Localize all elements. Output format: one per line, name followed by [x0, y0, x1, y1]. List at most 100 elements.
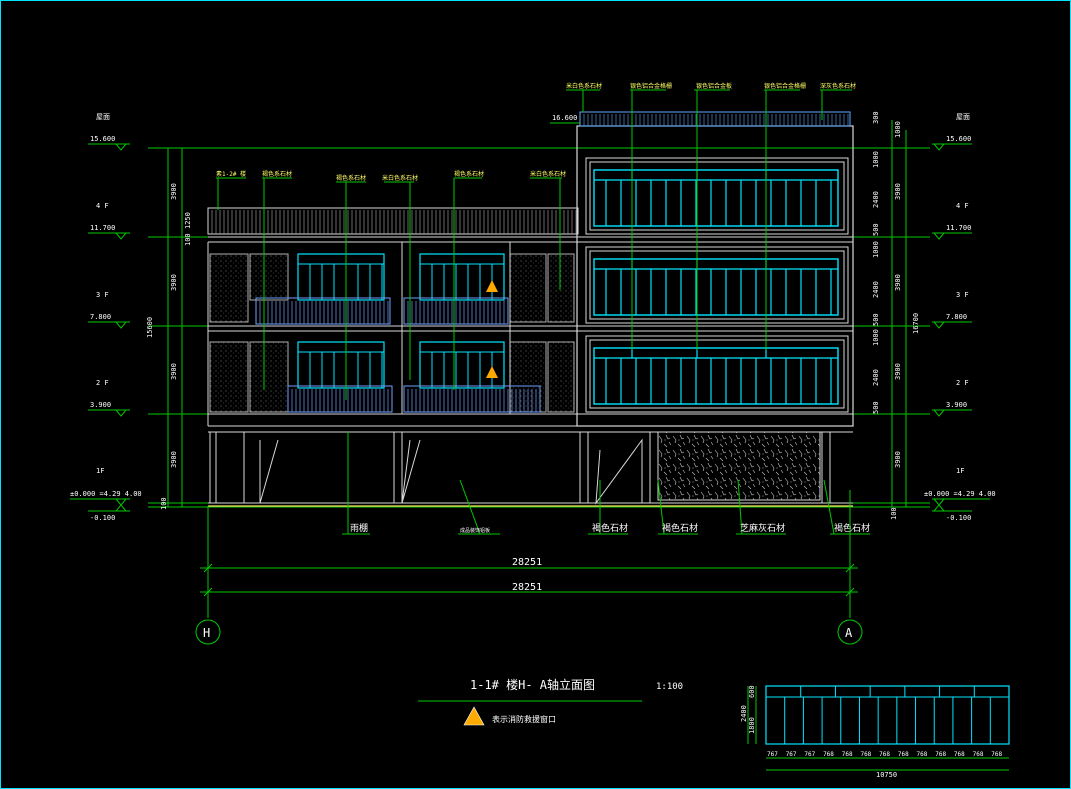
left-level-markers: 屋面 15.600 4 F 11.700 3 F 7.800 2 F 3.900… — [70, 113, 142, 522]
right-sub-10: 300 — [872, 111, 880, 124]
callout-bottom-4: 褐色石材 — [662, 522, 698, 534]
right-3f-elev: 7.800 — [946, 313, 967, 321]
axis-a-label: A — [845, 626, 853, 640]
right-sub-9: 500 — [872, 401, 880, 414]
right-dim-4: 3900 — [894, 363, 902, 380]
right-sub-5: 2400 — [872, 281, 880, 298]
callout-mid-2: 褐色系石材 — [262, 170, 292, 178]
left-dim-4: 3900 — [170, 274, 178, 291]
right-sub-8: 2400 — [872, 369, 880, 386]
right-window-band-3f — [585, 246, 849, 324]
left-dim-5: 3900 — [170, 363, 178, 380]
right-dim-6: 100 — [890, 507, 898, 520]
left-dim-7: 100 — [160, 497, 168, 510]
right-1f-name: 1F — [956, 467, 964, 475]
detail-total: 10750 — [876, 771, 897, 779]
right-dim-3: 3900 — [894, 274, 902, 291]
callout-bottom-1: 雨棚 — [350, 522, 368, 534]
right-ground-elev: -0.100 — [946, 514, 971, 522]
overall-width-1: 28251 — [512, 557, 542, 568]
left-ground-elev: -0.100 — [90, 514, 115, 522]
right-sub-1: 1000 — [872, 151, 880, 168]
axis-h-label: H — [203, 626, 210, 640]
drawing-title: 1-1# 楼H- A轴立面图 — [470, 677, 595, 692]
right-dim-2: 3900 — [894, 183, 902, 200]
callout-top-4: 银色铝合金格栅 — [764, 82, 806, 90]
right-sub-3: 500 — [872, 223, 880, 236]
detail-width-label: 768 — [823, 751, 834, 758]
left-building-block — [207, 207, 579, 427]
callout-bottom-5: 芝麻灰石材 — [740, 522, 785, 534]
left-windows — [297, 253, 505, 389]
callout-mid-4: 米白色系石材 — [382, 174, 418, 182]
right-dim-5: 3900 — [894, 451, 902, 468]
right-2f-name: 2 F — [956, 379, 969, 387]
callout-mid-5: 褐色系石材 — [454, 170, 484, 178]
right-window-band-2f — [585, 335, 849, 413]
right-roof-elev: 15.600 — [946, 135, 971, 143]
left-1f-name: 1F — [96, 467, 104, 475]
right-sub-6: 500 — [872, 313, 880, 326]
rescue-window-marker — [486, 280, 498, 378]
right-4f-elev: 11.700 — [946, 224, 971, 232]
balcony-railings — [255, 297, 541, 413]
overall-width-2: 28251 — [512, 582, 542, 593]
right-window-band-4f — [585, 157, 849, 235]
left-4f-elev: 11.700 — [90, 224, 115, 232]
axis-bubbles: H A — [195, 619, 863, 645]
right-sub-4: 1000 — [872, 241, 880, 258]
right-dimensions: 16700 1000 3900 3900 3900 3900 100 1000 … — [872, 111, 920, 520]
left-roof-name: 屋面 — [96, 113, 110, 121]
detail-width-label: 767 — [786, 751, 797, 758]
detail-h2: 600 — [748, 685, 756, 698]
right-2f-elev: 3.900 — [946, 401, 967, 409]
left-roof-elev: 15.600 — [90, 135, 115, 143]
left-3f-elev: 7.800 — [90, 313, 111, 321]
mid-callouts: 素1-2# 楼 褐色系石材 褐色系石材 米白色系石材 褐色系石材 米白色系石材 — [216, 170, 566, 400]
top-callouts: 米白色系石材 银色铝合金格栅 银色铝合金板 银色铝合金格栅 深灰色系石材 — [566, 82, 856, 350]
callout-top-5: 深灰色系石材 — [820, 82, 856, 90]
callout-bottom-2: 成品装饰铝板 — [460, 527, 490, 534]
left-dim-3: 100 — [184, 233, 192, 246]
callout-mid-6: 米白色系石材 — [530, 170, 566, 178]
title-block: 1-1# 楼H- A轴立面图 1:100 表示消防救援窗口 — [418, 677, 683, 726]
callout-bottom-3: 褐色石材 — [592, 522, 628, 534]
callout-bottom-6: 褐色石材 — [834, 522, 870, 534]
detail-width-label: 768 — [860, 751, 871, 758]
right-roof-name: 屋面 — [956, 113, 970, 121]
detail-width-label: 768 — [935, 751, 946, 758]
left-dim-total: 15600 — [146, 317, 154, 338]
callout-top-3: 银色铝合金板 — [696, 82, 732, 90]
callout-top-1: 米白色系石材 — [566, 82, 602, 90]
detail-width-label: 767 — [804, 751, 815, 758]
left-2f-name: 2 F — [96, 379, 109, 387]
detail-width-label: 768 — [898, 751, 909, 758]
detail-width-label: 768 — [991, 751, 1002, 758]
parapet-elev: 16.600 — [552, 114, 577, 122]
rescue-window-legend-icon — [463, 706, 485, 726]
detail-width-label: 768 — [917, 751, 928, 758]
callout-top-2: 银色铝合金格栅 — [630, 82, 672, 90]
left-dim-1: 3900 — [170, 183, 178, 200]
right-level-markers: 屋面 15.600 4 F 11.700 3 F 7.800 2 F 3.900… — [550, 113, 996, 522]
drawing-scale: 1:100 — [656, 682, 683, 692]
right-dim-total: 16700 — [912, 313, 920, 334]
right-building-block — [576, 111, 854, 427]
callout-mid-3: 褐色系石材 — [336, 174, 366, 182]
left-1f-elev: ±0.000 =4.29 4.00 — [70, 490, 142, 498]
ground-floor — [208, 425, 853, 505]
left-dimensions: 15600 3900 1250 100 3900 3900 3900 100 — [146, 183, 192, 510]
right-sub-2: 2400 — [872, 191, 880, 208]
detail-width-label: 768 — [973, 751, 984, 758]
detail-width-label: 767 — [767, 751, 778, 758]
detail-width-label: 768 — [954, 751, 965, 758]
callout-mid-1: 素1-2# 楼 — [216, 170, 246, 178]
left-dim-2: 1250 — [184, 212, 192, 229]
bottom-callouts: 雨棚 成品装饰铝板 褐色石材 褐色石材 芝麻灰石材 褐色石材 — [342, 432, 870, 535]
right-sub-7: 1000 — [872, 329, 880, 346]
detail-h1: 2400 — [740, 705, 748, 722]
left-dim-6: 3900 — [170, 451, 178, 468]
legend-text: 表示消防救援窗口 — [492, 714, 556, 724]
